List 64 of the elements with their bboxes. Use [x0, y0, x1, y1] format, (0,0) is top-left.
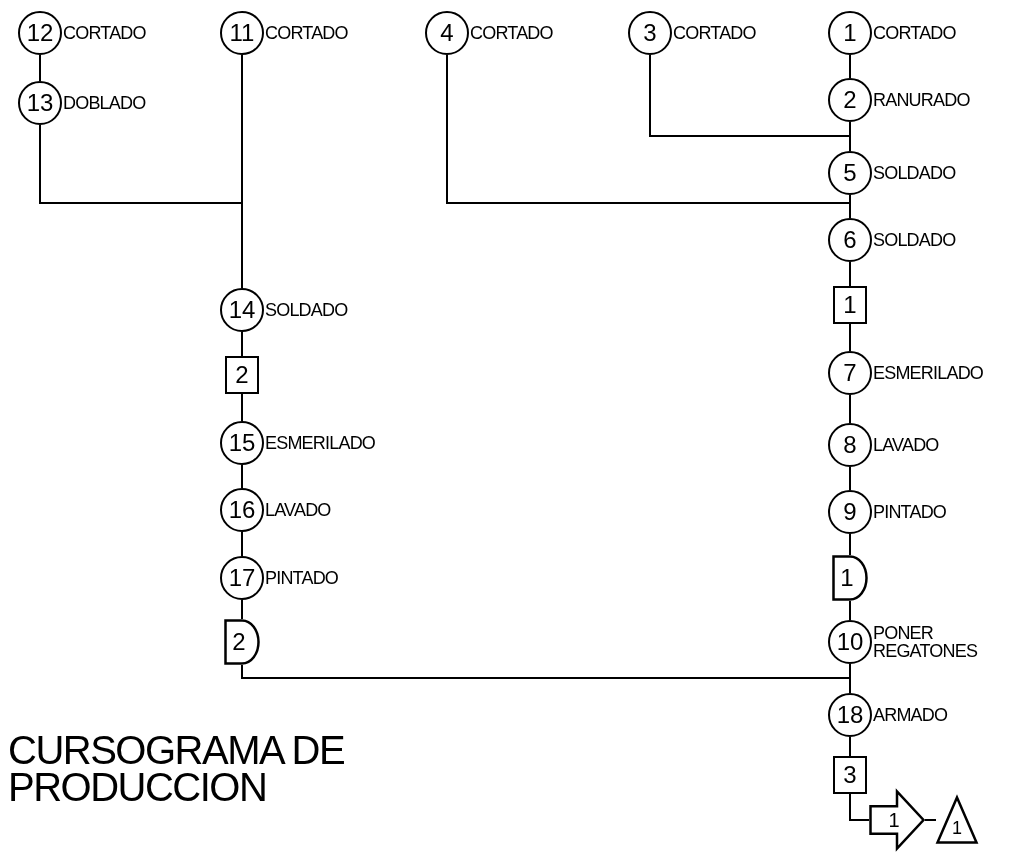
connector-line: [849, 466, 851, 491]
operation-symbol: 1: [828, 11, 872, 55]
operation-name: PINTADO: [265, 569, 339, 587]
operation-symbol: 8: [828, 423, 872, 467]
storage-symbol: 1: [936, 796, 978, 844]
operation-name: SOLDADO: [873, 164, 956, 182]
operation-name: SOLDADO: [873, 231, 956, 249]
operation-symbol: 7: [828, 351, 872, 395]
operation-name: CORTADO: [265, 24, 348, 42]
operation-name: ESMERILADO: [265, 434, 376, 452]
connector-line: [241, 393, 243, 422]
operation-name: CORTADO: [673, 24, 756, 42]
delay-symbol: 2: [224, 619, 260, 665]
operation-name: RANURADO: [873, 91, 970, 109]
transport-symbol: 1: [869, 790, 925, 850]
operation-symbol: 16: [220, 488, 264, 532]
delay-symbol: 1: [832, 555, 868, 601]
connector-line: [849, 736, 851, 757]
operation-symbol: 18: [828, 693, 872, 737]
diagram-title: CURSOGRAMA DE PRODUCCION: [8, 732, 346, 806]
operation-name: SOLDADO: [265, 301, 348, 319]
operation-symbol: 13: [18, 81, 62, 125]
connector-line: [241, 531, 243, 557]
connector-line: [849, 793, 870, 821]
operation-symbol: 17: [220, 556, 264, 600]
connector-line: [241, 54, 243, 289]
operation-name: PONER REGATONES: [873, 624, 978, 660]
connector-line: [241, 464, 243, 489]
operation-symbol: 4: [425, 11, 469, 55]
connector-line: [849, 600, 851, 621]
operation-symbol: 12: [18, 11, 62, 55]
connector-line: [849, 323, 851, 352]
connector-line: [849, 394, 851, 424]
inspection-symbol: 3: [833, 756, 867, 794]
connector-line: [849, 194, 851, 219]
connector-line: [241, 664, 851, 694]
operation-symbol: 11: [220, 11, 264, 55]
inspection-symbol: 2: [225, 356, 259, 394]
operation-symbol: 9: [828, 490, 872, 534]
operation-symbol: 14: [220, 288, 264, 332]
operation-name: ARMADO: [873, 706, 948, 724]
operation-name: LAVADO: [265, 501, 331, 519]
operation-symbol: 6: [828, 218, 872, 262]
operation-symbol: 2: [828, 78, 872, 122]
operation-symbol: 5: [828, 151, 872, 195]
operation-name: CORTADO: [873, 24, 956, 42]
connector-line: [924, 819, 937, 821]
operation-symbol: 3: [628, 11, 672, 55]
operation-name: LAVADO: [873, 436, 939, 454]
inspection-symbol: 1: [833, 286, 867, 324]
operation-name: ESMERILADO: [873, 364, 984, 382]
connector-line: [849, 261, 851, 287]
operation-name: CORTADO: [63, 24, 146, 42]
connector-line: [241, 599, 243, 620]
operation-symbol: 10: [828, 620, 872, 664]
operation-name: DOBLADO: [63, 94, 146, 112]
connector-line: [39, 54, 41, 82]
connector-line: [849, 54, 851, 79]
operation-symbol: 15: [220, 421, 264, 465]
operation-name: CORTADO: [470, 24, 553, 42]
connector-line: [849, 533, 851, 556]
connector-line: [241, 331, 243, 357]
connector-line: [849, 121, 851, 152]
operation-name: PINTADO: [873, 503, 947, 521]
